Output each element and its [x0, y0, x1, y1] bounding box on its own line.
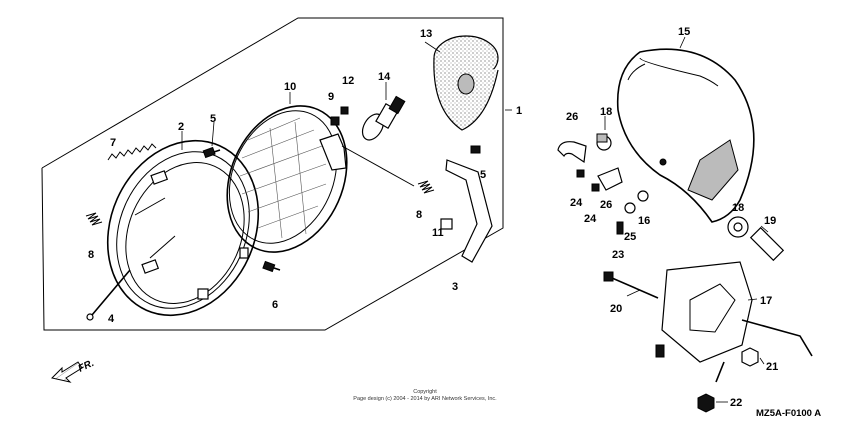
headlight-rim	[106, 139, 260, 317]
callout-1: 1	[516, 105, 522, 117]
bracket-3	[445, 159, 493, 263]
callout-24-a: 24	[570, 197, 583, 209]
nut-22	[697, 393, 715, 413]
grommet-18-lower	[727, 216, 749, 238]
nut-21	[741, 347, 759, 367]
callout-25: 25	[624, 231, 636, 243]
headlight-lens	[226, 105, 348, 253]
callout-16: 16	[638, 215, 650, 227]
callout-9: 9	[328, 91, 334, 103]
screw-24-a	[576, 169, 585, 178]
grommet-18-upper	[596, 133, 612, 151]
callout-26-upper: 26	[566, 111, 578, 123]
callout-24-b: 24	[584, 213, 597, 225]
callout-3: 3	[452, 281, 458, 293]
screw-5-right	[470, 145, 481, 154]
callout-17: 17	[760, 295, 772, 307]
callout-20: 20	[610, 303, 622, 315]
screw-24-b	[591, 183, 600, 192]
clamp-26-lower	[597, 167, 623, 191]
screw-4	[86, 269, 131, 321]
callout-22: 22	[730, 397, 742, 409]
callout-13: 13	[420, 28, 432, 40]
spring-8-right	[417, 180, 435, 194]
bolt-21-stud	[715, 361, 725, 383]
diagram-code: MZ5A-F0100 A	[756, 408, 821, 419]
collar-25	[624, 202, 636, 214]
callout-8-left: 8	[88, 249, 94, 261]
direction-label: FR.	[77, 358, 96, 375]
copyright-line-1: Copyright	[413, 389, 437, 395]
screw-5-left	[202, 146, 221, 159]
nut-12	[340, 106, 349, 115]
bolt-20	[603, 271, 659, 299]
callout-23: 23	[612, 249, 624, 261]
socket-cover	[433, 35, 499, 131]
callout-12: 12	[342, 75, 354, 87]
stay-17	[655, 261, 813, 363]
callout-6: 6	[272, 299, 278, 311]
callout-10: 10	[284, 81, 296, 93]
callout-numbers: 1 2 3 4 5 5 6 7 8 8 9 10 11 12 13 14 15 …	[88, 26, 778, 409]
callout-11: 11	[432, 227, 444, 239]
callout-18-lower: 18	[732, 202, 744, 214]
nut-11	[440, 218, 453, 230]
assembly-boundary	[41, 17, 504, 331]
callout-leaders	[181, 36, 769, 403]
callout-8-right: 8	[416, 209, 422, 221]
spring-7	[107, 143, 157, 161]
callout-15: 15	[678, 26, 690, 38]
grommet-16	[637, 190, 649, 202]
callout-7: 7	[110, 137, 116, 149]
headlight-bulb	[361, 95, 406, 141]
callout-26-lower: 26	[600, 199, 612, 211]
callout-21: 21	[766, 361, 778, 373]
callout-18-upper: 18	[600, 106, 612, 118]
callout-19: 19	[764, 215, 776, 227]
nut-9	[330, 116, 340, 126]
front-direction-arrow: FR.	[51, 358, 96, 383]
leader-line	[341, 145, 415, 187]
callout-14: 14	[378, 71, 391, 83]
callout-5-right: 5	[480, 169, 486, 181]
copyright-line-2: Page design (c) 2004 - 2014 by ARI Netwo…	[353, 396, 497, 402]
callout-2: 2	[178, 121, 184, 133]
callout-4: 4	[108, 313, 115, 325]
clamp-26-upper	[557, 141, 587, 164]
screw-6	[262, 260, 281, 273]
bolt-23	[616, 221, 624, 235]
collar-19	[749, 226, 785, 262]
callout-5-left: 5	[210, 113, 216, 125]
spring-8-left	[85, 212, 103, 226]
copyright-notice: Copyright Page design (c) 2004 - 2014 by…	[353, 389, 497, 402]
headlight-case	[616, 48, 755, 223]
